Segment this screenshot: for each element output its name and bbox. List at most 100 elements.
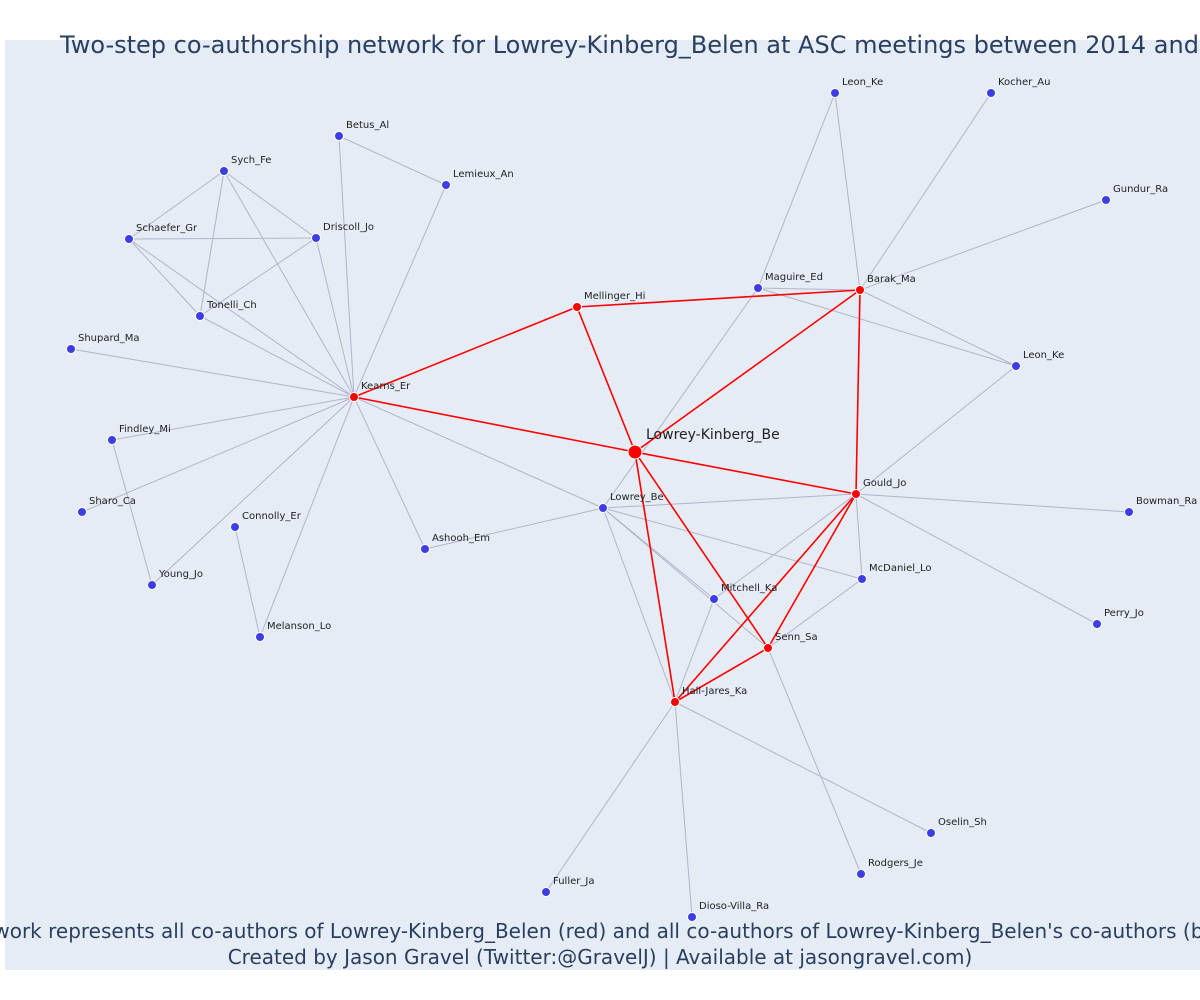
edge-gould_jo-perry_jo xyxy=(855,493,1098,625)
node-label-hall_jares_ka: Hall-Jares_Ka xyxy=(682,686,747,697)
node-senn_sa[interactable] xyxy=(763,643,773,653)
edge-gould_jo-lowrey_be xyxy=(602,493,857,509)
edge-maguire_ed-leon_ke_right xyxy=(757,287,1017,367)
edge-gould_jo-mcdaniel_lo xyxy=(855,493,863,580)
node-label-melanson_lo: Melanson_Lo xyxy=(267,621,331,632)
node-label-fuller_ja: Fuller_Ja xyxy=(553,876,594,887)
edge-lowrey_kinberg_be-hall_jares_ka xyxy=(634,451,676,703)
edge-gould_jo-hall_jares_ka xyxy=(674,493,857,703)
node-gould_jo[interactable] xyxy=(851,489,861,499)
node-mcdaniel_lo[interactable] xyxy=(857,574,867,584)
node-findley_mi[interactable] xyxy=(107,435,117,445)
node-label-betus_al: Betus_Al xyxy=(346,120,389,131)
edge-sych_fe-tonelli_ch xyxy=(199,170,225,317)
edge-kearns_er-lowrey_be xyxy=(353,396,604,509)
node-leon_ke_right[interactable] xyxy=(1011,361,1021,371)
node-leon_ke_top[interactable] xyxy=(830,88,840,98)
node-betus_al[interactable] xyxy=(334,131,344,141)
node-barak_ma[interactable] xyxy=(855,285,865,295)
edge-gould_jo-bowman_ra xyxy=(855,493,1130,513)
edge-kearns_er-sharo_ca xyxy=(81,396,355,513)
node-label-barak_ma: Barak_Ma xyxy=(867,274,916,285)
node-maguire_ed[interactable] xyxy=(753,283,763,293)
node-dioso_villa_ra[interactable] xyxy=(687,912,697,922)
node-label-driscoll_jo: Driscoll_Jo xyxy=(323,222,374,233)
node-rodgers_je[interactable] xyxy=(856,869,866,879)
node-hall_jares_ka[interactable] xyxy=(670,697,680,707)
edge-lowrey_be-senn_sa xyxy=(602,507,769,649)
edge-kearns_er-betus_al xyxy=(338,135,355,398)
node-fuller_ja[interactable] xyxy=(541,887,551,897)
edge-kearns_er-melanson_lo xyxy=(259,396,355,638)
edge-kearns_er-sych_fe xyxy=(223,170,355,398)
node-label-leon_ke_top: Leon_Ke xyxy=(842,77,883,88)
node-sharo_ca[interactable] xyxy=(77,507,87,517)
edge-barak_ma-gundur_ra xyxy=(859,199,1107,291)
edge-gould_jo-senn_sa xyxy=(767,493,857,649)
node-label-sharo_ca: Sharo_Ca xyxy=(89,496,136,507)
edge-kearns_er-mellinger_hi xyxy=(353,306,578,398)
labels-layer: Lowrey-Kinberg_BeKearns_ErMellinger_HiBa… xyxy=(78,77,1197,912)
edge-sych_fe-schaefer_gr xyxy=(128,170,225,240)
node-label-gundur_ra: Gundur_Ra xyxy=(1113,184,1168,195)
node-kearns_er[interactable] xyxy=(349,392,359,402)
edge-lowrey_kinberg_be-barak_ma xyxy=(634,289,861,453)
node-schaefer_gr[interactable] xyxy=(124,234,134,244)
node-label-kearns_er: Kearns_Er xyxy=(361,381,411,392)
edge-barak_ma-leon_ke_right xyxy=(859,289,1017,367)
node-sych_fe[interactable] xyxy=(219,166,229,176)
node-gundur_ra[interactable] xyxy=(1101,195,1111,205)
node-label-leon_ke_right: Leon_Ke xyxy=(1023,350,1064,361)
node-mellinger_hi[interactable] xyxy=(572,302,582,312)
edge-maguire_ed-lowrey_be xyxy=(602,287,759,509)
node-lemieux_an[interactable] xyxy=(441,180,451,190)
node-bowman_ra[interactable] xyxy=(1124,507,1134,517)
edge-findley_mi-young_jo xyxy=(111,439,153,586)
node-label-mcdaniel_lo: McDaniel_Lo xyxy=(869,563,932,574)
edge-lowrey_kinberg_be-senn_sa xyxy=(634,451,769,649)
node-label-young_jo: Young_Jo xyxy=(158,569,203,580)
node-label-findley_mi: Findley_Mi xyxy=(119,424,171,435)
edge-gould_jo-mitchell_ka xyxy=(713,493,857,600)
node-label-connolly_er: Connolly_Er xyxy=(242,511,302,522)
node-label-gould_jo: Gould_Jo xyxy=(863,478,906,489)
node-label-bowman_ra: Bowman_Ra xyxy=(1136,496,1197,507)
node-shupard_ma[interactable] xyxy=(66,344,76,354)
node-label-schaefer_gr: Schaefer_Gr xyxy=(136,223,198,234)
node-label-perry_jo: Perry_Jo xyxy=(1104,608,1144,619)
edge-leon_ke_top-maguire_ed xyxy=(757,92,836,289)
node-tonelli_ch[interactable] xyxy=(195,311,205,321)
edge-mellinger_hi-barak_ma xyxy=(576,289,861,308)
edge-barak_ma-maguire_ed xyxy=(757,287,861,291)
node-label-maguire_ed: Maguire_Ed xyxy=(765,272,823,283)
edge-kearns_er-schaefer_gr xyxy=(128,238,355,398)
node-label-sych_fe: Sych_Fe xyxy=(231,155,271,166)
node-melanson_lo[interactable] xyxy=(255,632,265,642)
node-driscoll_jo[interactable] xyxy=(311,233,321,243)
node-label-lowrey_kinberg_be: Lowrey-Kinberg_Be xyxy=(646,427,780,443)
edge-kearns_er-ashooh_em xyxy=(353,396,426,550)
edge-barak_ma-kocher_au xyxy=(859,92,992,291)
node-label-oselin_sh: Oselin_Sh xyxy=(938,817,987,828)
node-perry_jo[interactable] xyxy=(1092,619,1102,629)
node-label-dioso_villa_ra: Dioso-Villa_Ra xyxy=(699,901,769,912)
node-kocher_au[interactable] xyxy=(986,88,996,98)
edge-barak_ma-leon_ke_top xyxy=(834,92,861,291)
node-connolly_er[interactable] xyxy=(230,522,240,532)
node-label-shupard_ma: Shupard_Ma xyxy=(78,333,140,344)
node-young_jo[interactable] xyxy=(147,580,157,590)
edge-sych_fe-driscoll_jo xyxy=(223,170,317,239)
edges-layer xyxy=(70,92,1130,918)
node-lowrey_be[interactable] xyxy=(598,503,608,513)
edge-mcdaniel_lo-senn_sa xyxy=(767,578,863,649)
node-label-mitchell_ka: Mitchell_Ka xyxy=(721,583,777,594)
edge-lowrey_kinberg_be-gould_jo xyxy=(634,451,857,495)
node-oselin_sh[interactable] xyxy=(926,828,936,838)
caption-line-1: Network represents all co-authors of Low… xyxy=(0,919,1200,943)
node-label-tonelli_ch: Tonelli_Ch xyxy=(206,300,257,311)
node-lowrey_kinberg_be[interactable] xyxy=(627,444,643,460)
edge-schaefer_gr-driscoll_jo xyxy=(128,237,317,240)
node-mitchell_ka[interactable] xyxy=(709,594,719,604)
node-ashooh_em[interactable] xyxy=(420,544,430,554)
